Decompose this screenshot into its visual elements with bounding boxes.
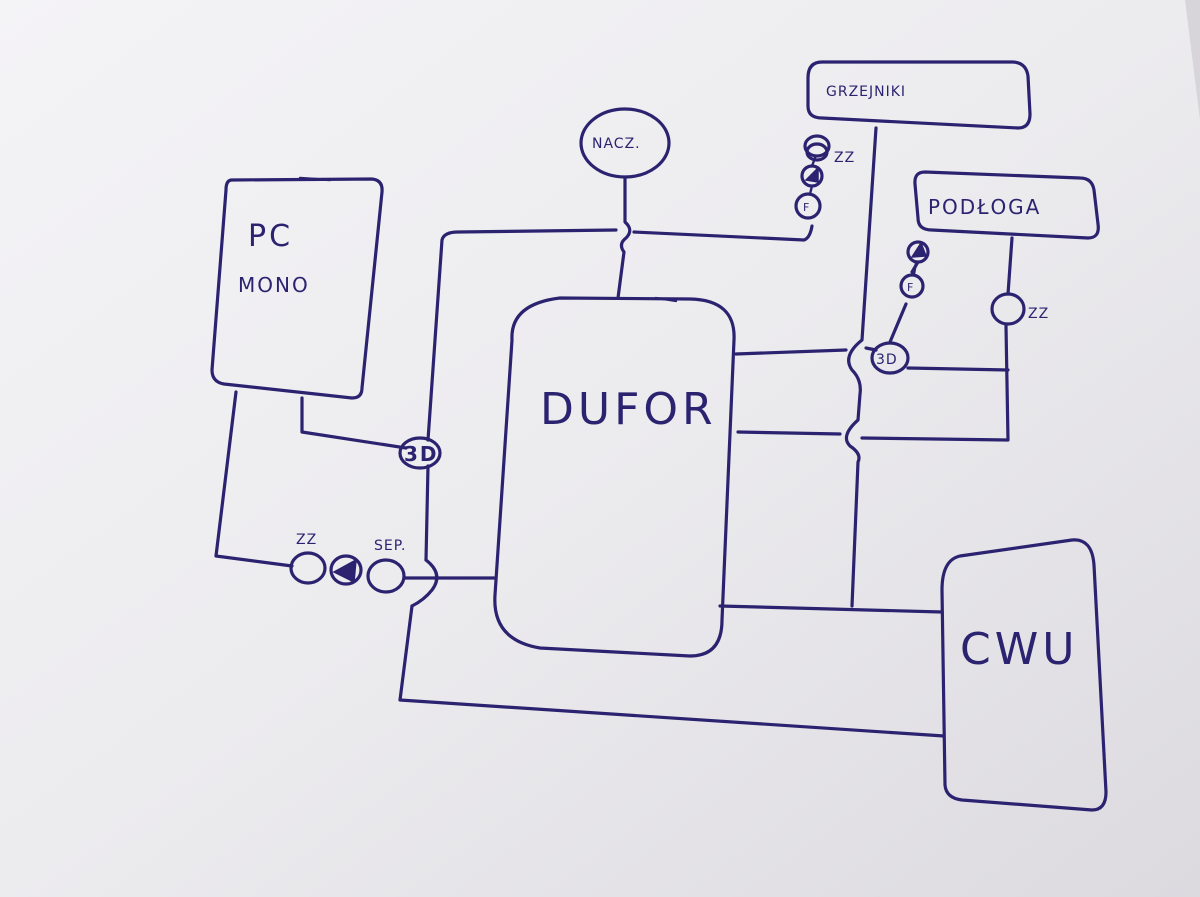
filter-podloga-label: F <box>907 281 913 294</box>
grzejniki-stack-links <box>808 156 817 196</box>
sep-label: SEP. <box>374 538 406 554</box>
podloga-stack-links <box>912 261 918 276</box>
bufor-node: DUFOR <box>493 296 736 658</box>
zz-podloga-label: ZZ <box>1028 306 1049 322</box>
pipe-bufor-cwu <box>718 604 944 614</box>
grzejniki-node: GRZEJNIKI <box>806 60 1032 130</box>
zz-grzejniki-valve-overdraw <box>805 142 829 162</box>
pipe-grzejniki-riser <box>844 126 878 608</box>
bufor-top-mark <box>654 296 678 303</box>
podloga-node: PODŁOGA <box>913 170 1100 240</box>
pipe-podloga-zz <box>1006 236 1014 296</box>
pc-label: PC <box>248 219 293 254</box>
bufor-tank <box>493 296 736 658</box>
valve-3d-right-label: 3D <box>876 352 898 368</box>
zz-podloga: ZZ <box>990 292 1049 326</box>
zz-bottom-valve <box>289 551 327 585</box>
grzejniki-label: GRZEJNIKI <box>826 84 906 100</box>
grzejniki-component-stack: ZZ F <box>794 134 855 220</box>
valve-3d-left-label: 3D <box>404 442 439 466</box>
pipe-pc-bottom <box>214 390 294 568</box>
zz-podloga-valve <box>990 292 1026 326</box>
cwu-tank <box>940 538 1108 812</box>
pump-bottom <box>329 554 363 586</box>
valve-3d-left-circle <box>398 436 442 470</box>
paper-edge-shadow <box>1185 0 1200 120</box>
pump-bottom-triangle-icon <box>332 558 357 584</box>
bottom-component-row: ZZ SEP. <box>289 532 406 594</box>
podloga-component-stack: F <box>899 240 930 299</box>
grzejniki-box <box>806 60 1032 130</box>
valve-3d-right: 3D <box>870 341 910 375</box>
zz-grzejniki-valve <box>803 134 831 158</box>
valve-3d-left: 3D <box>398 436 442 470</box>
pipe-top-loop <box>426 224 814 442</box>
bufor-label: DUFOR <box>540 384 717 435</box>
pipe-bufor-podloga-bottom <box>736 324 1010 442</box>
cwu-node: CWU <box>940 538 1108 812</box>
pipe-pc-3d <box>300 396 408 450</box>
zz-bottom-label: ZZ <box>296 532 317 548</box>
filter-podloga <box>899 273 925 299</box>
valve-3d-right-circle <box>870 341 910 375</box>
sep-separator <box>366 558 406 594</box>
zz-grzejniki-label: ZZ <box>834 150 855 166</box>
pc-mono-node: PC MONO <box>210 176 384 400</box>
podloga-box <box>913 170 1100 240</box>
pipe-3d-down <box>424 464 430 562</box>
pipe-vessel-bufor <box>616 175 632 300</box>
mono-label: MONO <box>238 273 310 297</box>
pc-mono-box-overdraw <box>298 176 332 182</box>
pump-grzejniki-triangle-icon <box>804 166 819 183</box>
pump-podloga-triangle-icon <box>910 241 928 258</box>
pipe-sep-cross <box>410 558 439 608</box>
filter-grzejniki <box>794 192 822 220</box>
podloga-label: PODŁOGA <box>928 195 1041 219</box>
filter-grzejniki-label: F <box>803 201 809 214</box>
pump-podloga <box>906 240 930 264</box>
pipe-bottom-return <box>398 604 946 738</box>
pc-mono-box <box>210 177 384 400</box>
pipe-3d-podloga <box>906 366 1010 372</box>
naczynie-label: NACZ. <box>592 136 641 152</box>
cwu-label: CWU <box>960 624 1078 675</box>
